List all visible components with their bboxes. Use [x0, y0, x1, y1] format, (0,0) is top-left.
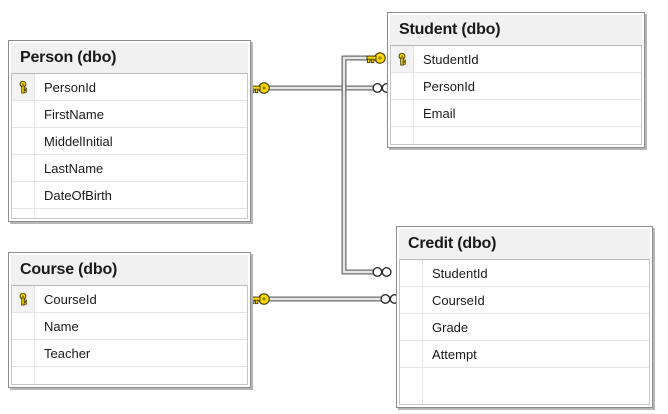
entity-title-course: Course (dbo) — [11, 255, 248, 285]
table-row[interactable]: Attempt — [400, 341, 649, 368]
key-gutter — [400, 260, 423, 286]
table-row[interactable]: FirstName — [12, 101, 247, 128]
column-name: Name — [44, 318, 79, 334]
key-gutter — [12, 101, 35, 127]
key-gutter — [391, 100, 414, 126]
key-gutter — [12, 155, 35, 181]
key-icon — [250, 293, 270, 305]
table-row[interactable]: CourseId — [12, 286, 247, 313]
column-name: StudentId — [432, 265, 488, 281]
column-name: CourseId — [44, 291, 97, 307]
table-row[interactable]: MiddelInitial — [12, 128, 247, 155]
table-row[interactable]: Name — [12, 313, 247, 340]
key-gutter — [12, 128, 35, 154]
column-name: PersonId — [423, 78, 476, 94]
key-gutter — [391, 73, 414, 99]
relationship-person-student[interactable] — [250, 82, 392, 94]
key-gutter — [400, 341, 423, 367]
column-name: Email — [423, 105, 456, 121]
entity-table-student[interactable]: Student (dbo) StudentId — [387, 12, 645, 148]
empty-row[interactable] — [391, 127, 641, 144]
table-row[interactable]: Grade — [400, 314, 649, 341]
key-gutter — [400, 287, 423, 313]
table-row[interactable]: LastName — [12, 155, 247, 182]
table-row[interactable]: PersonId — [12, 74, 247, 101]
column-name: StudentId — [423, 51, 479, 67]
column-name: PersonId — [44, 79, 97, 95]
table-row[interactable]: DateOfBirth — [12, 182, 247, 209]
table-row[interactable]: StudentId — [391, 46, 641, 73]
column-name: Attempt — [432, 346, 477, 362]
column-name: Grade — [432, 319, 469, 335]
entity-table-course[interactable]: Course (dbo) CourseId — [8, 252, 251, 388]
column-name: DateOfBirth — [44, 187, 112, 203]
key-gutter — [391, 127, 414, 144]
entity-title-credit: Credit (dbo) — [399, 229, 650, 259]
entity-table-credit[interactable]: Credit (dbo) StudentId CourseId Grade At… — [396, 226, 653, 408]
key-gutter — [12, 313, 35, 339]
empty-row[interactable] — [12, 209, 247, 218]
table-row[interactable]: Teacher — [12, 340, 247, 367]
table-row[interactable]: CourseId — [400, 287, 649, 314]
table-row[interactable]: StudentId — [400, 260, 649, 287]
key-icon — [366, 52, 386, 64]
relationship-course-credit[interactable] — [250, 293, 400, 305]
key-gutter — [12, 367, 35, 384]
column-name: MiddelInitial — [44, 133, 113, 149]
key-icon — [12, 286, 35, 312]
table-row[interactable]: Email — [391, 100, 641, 127]
key-gutter — [12, 340, 35, 366]
entity-title-student: Student (dbo) — [390, 15, 642, 45]
key-gutter — [400, 314, 423, 340]
relationship-student-credit[interactable] — [341, 52, 392, 277]
infinity-icon — [372, 267, 392, 277]
empty-row[interactable] — [400, 368, 649, 404]
empty-row[interactable] — [12, 367, 247, 384]
column-grid-course: CourseId Name Teacher — [11, 285, 248, 385]
entity-title-person: Person (dbo) — [11, 43, 248, 73]
key-icon — [12, 74, 35, 100]
column-grid-person: PersonId FirstName MiddelInitial LastNam… — [11, 73, 248, 219]
table-row[interactable]: PersonId — [391, 73, 641, 100]
key-gutter — [12, 182, 35, 208]
key-gutter — [400, 368, 423, 404]
column-grid-credit: StudentId CourseId Grade Attempt — [399, 259, 650, 405]
key-gutter — [12, 209, 35, 218]
column-name: LastName — [44, 160, 104, 176]
entity-table-person[interactable]: Person (dbo) PersonId — [8, 40, 251, 222]
key-icon — [391, 46, 414, 72]
key-icon — [250, 82, 270, 94]
column-name: CourseId — [432, 292, 485, 308]
column-grid-student: StudentId PersonId Email — [390, 45, 642, 145]
column-name: Teacher — [44, 345, 91, 361]
column-name: FirstName — [44, 106, 104, 122]
